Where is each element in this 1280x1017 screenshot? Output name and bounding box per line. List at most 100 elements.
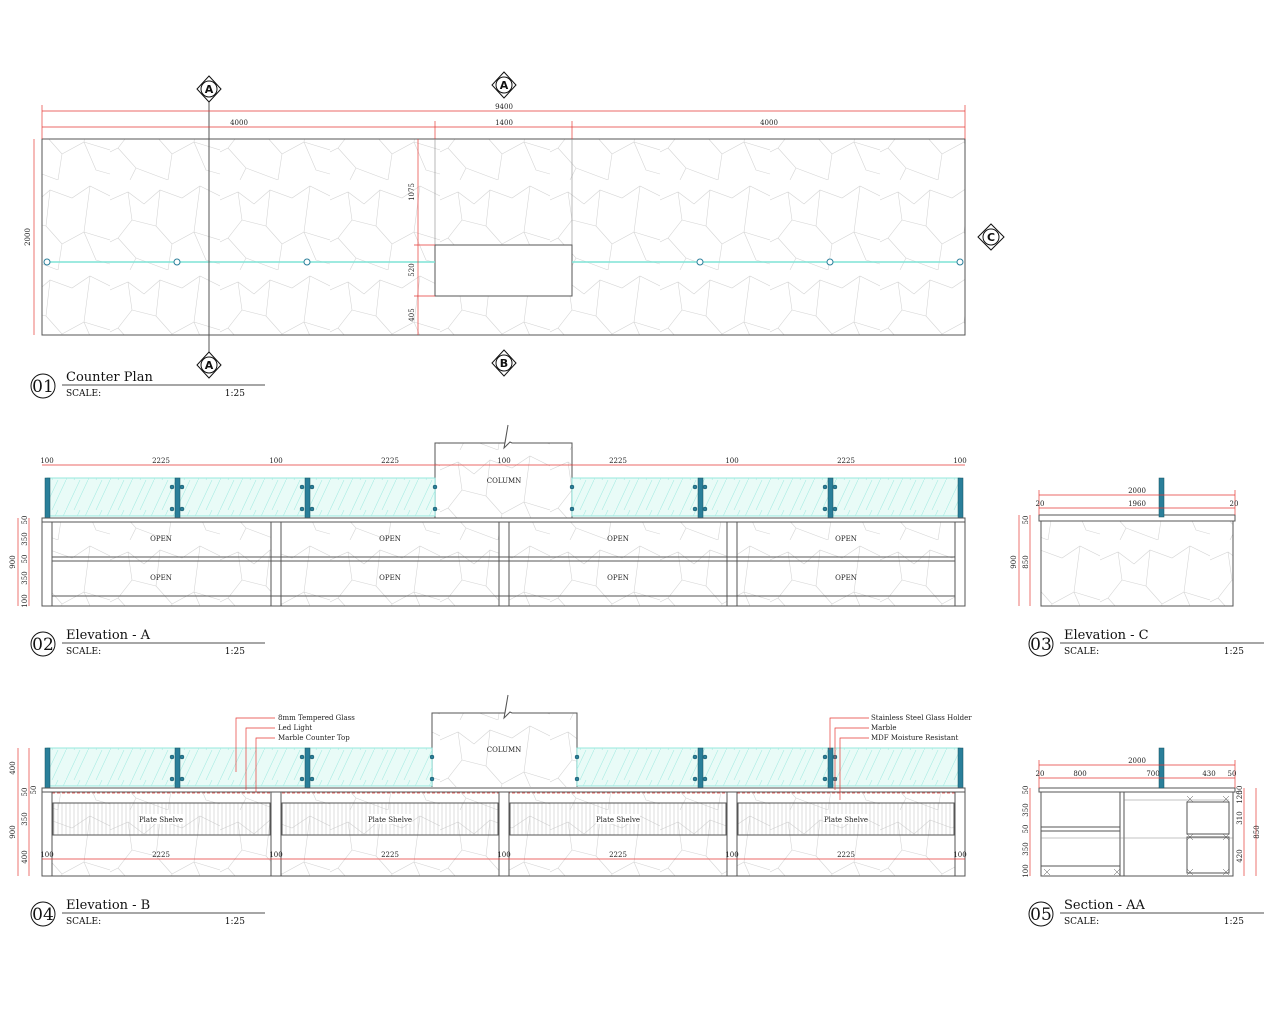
- section-right-dims: 50 120 310 420 850: [1236, 786, 1261, 863]
- plan-dim-d2: 520: [408, 263, 416, 276]
- elev-b-counter-top: [41, 787, 966, 793]
- counter-plan: 9400 4000 1400 4000 2000 1075 520 405 A …: [24, 71, 1005, 399]
- svg-text:B: B: [500, 357, 508, 370]
- svg-text:120: 120: [1236, 790, 1244, 803]
- elev-a-open-labels: OPEN OPEN OPEN OPEN OPEN OPEN OPEN OPEN: [150, 535, 857, 582]
- plate-shelve-label: Plate Shelve: [368, 816, 412, 824]
- svg-text:05: 05: [1030, 905, 1052, 925]
- svg-text:100: 100: [497, 457, 510, 465]
- svg-text:50: 50: [1228, 770, 1237, 778]
- plan-counter-outline: [41, 138, 966, 336]
- svg-text:04: 04: [32, 905, 54, 925]
- svg-text:1:25: 1:25: [225, 917, 245, 927]
- open-label: OPEN: [835, 574, 857, 582]
- open-label: OPEN: [150, 574, 172, 582]
- svg-text:50: 50: [1022, 516, 1030, 525]
- elev-c-top: [1038, 514, 1236, 522]
- plan-dim-right: 4000: [760, 119, 778, 127]
- section-aa: 2000 20 800 700 430 50 50 350 50 350 100…: [1022, 747, 1264, 927]
- svg-text:50: 50: [1022, 825, 1030, 834]
- plan-scale-label: SCALE:: [66, 389, 101, 399]
- svg-text:100: 100: [1022, 864, 1030, 877]
- elevation-a: COLUMN: [9, 424, 967, 657]
- svg-text:350: 350: [1022, 842, 1030, 855]
- callout-glass-holder: Stainless Steel Glass Holder: [871, 714, 972, 722]
- plan-title-block: 01 Counter Plan SCALE: 1:25: [30, 370, 265, 399]
- svg-text:100: 100: [953, 457, 966, 465]
- plan-dim-depth: 2000: [24, 228, 32, 246]
- elev-c-dim-left: 20: [1036, 500, 1045, 508]
- plan-dim-left: 4000: [230, 119, 248, 127]
- open-label: OPEN: [379, 574, 401, 582]
- svg-text:100: 100: [40, 851, 53, 859]
- svg-text:100: 100: [725, 457, 738, 465]
- section-dim-total: 2000: [1128, 757, 1146, 765]
- elev-c-title: Elevation - C: [1064, 628, 1149, 643]
- svg-text:100: 100: [953, 851, 966, 859]
- svg-text:2225: 2225: [609, 851, 627, 859]
- elev-a-top-dims: 100 2225 100 2225 100 2225 100 2225 100: [40, 457, 966, 465]
- elev-b-title-block: 04 Elevation - B SCALE: 1:25: [30, 898, 265, 927]
- svg-text:1:25: 1:25: [1224, 647, 1244, 657]
- elev-a-title-block: 02 Elevation - A SCALE: 1:25: [30, 628, 265, 657]
- open-label: OPEN: [607, 574, 629, 582]
- svg-text:900: 900: [9, 825, 17, 838]
- elev-b-column-label: COLUMN: [487, 746, 522, 754]
- elev-a-side-dims: 50 350 50 350 100 900: [9, 516, 29, 608]
- elev-b-side-dims: 400 50 50 350 400 900: [9, 761, 38, 863]
- svg-text:03: 03: [1030, 635, 1052, 655]
- svg-text:400: 400: [21, 850, 29, 863]
- svg-text:2225: 2225: [837, 851, 855, 859]
- svg-text:50: 50: [30, 786, 38, 795]
- svg-text:2225: 2225: [152, 851, 170, 859]
- callout-mdf: MDF Moisture Resistant: [871, 734, 958, 742]
- callout-marble-top: Marble Counter Top: [278, 734, 350, 742]
- elevation-c: 2000 20 1960 20 50 850 900 03 Elevation …: [1010, 477, 1264, 657]
- svg-text:SCALE:: SCALE:: [66, 917, 101, 927]
- elev-b-column: [431, 694, 578, 787]
- svg-text:A: A: [205, 359, 214, 372]
- svg-text:1:25: 1:25: [225, 647, 245, 657]
- open-label: OPEN: [607, 535, 629, 543]
- elev-a-height: 900: [9, 555, 17, 568]
- section-title-block: 05 Section - AA SCALE: 1:25: [1028, 898, 1264, 927]
- svg-text:2225: 2225: [837, 457, 855, 465]
- svg-text:2225: 2225: [381, 851, 399, 859]
- svg-text:2225: 2225: [381, 457, 399, 465]
- svg-text:100: 100: [21, 594, 29, 607]
- svg-text:2225: 2225: [152, 457, 170, 465]
- svg-text:50: 50: [21, 555, 29, 564]
- svg-text:A: A: [205, 83, 214, 96]
- svg-text:50: 50: [21, 516, 29, 525]
- svg-text:100: 100: [40, 457, 53, 465]
- open-label: OPEN: [379, 535, 401, 543]
- svg-text:SCALE:: SCALE:: [66, 647, 101, 657]
- elev-c-title-block: 03 Elevation - C SCALE: 1:25: [1028, 628, 1264, 657]
- plan-dim-middle: 1400: [495, 119, 513, 127]
- elev-a-column: [434, 424, 573, 518]
- elev-a-title: Elevation - A: [66, 628, 151, 643]
- elev-a-glass-posts: [44, 477, 964, 519]
- elev-c-dim-total: 2000: [1128, 487, 1146, 495]
- section-post: [1158, 747, 1165, 789]
- callout-marble: Marble: [871, 724, 897, 732]
- svg-text:C: C: [987, 231, 995, 244]
- callout-tempered-glass: 8mm Tempered Glass: [278, 714, 355, 722]
- elev-a-counter-top: [41, 517, 966, 523]
- open-label: OPEN: [150, 535, 172, 543]
- elev-a-column-label: COLUMN: [487, 477, 522, 485]
- elev-c-dim-mid: 1960: [1128, 500, 1146, 508]
- section-internals: [1040, 792, 1233, 877]
- svg-text:850: 850: [1022, 555, 1030, 568]
- marker-b-bottom: B: [491, 349, 517, 377]
- plan-scale: 1:25: [225, 389, 245, 399]
- plan-number: 01: [32, 377, 54, 397]
- svg-text:100: 100: [269, 457, 282, 465]
- svg-text:A: A: [500, 79, 509, 92]
- plan-dim-d1: 1075: [408, 183, 416, 201]
- svg-text:100: 100: [269, 851, 282, 859]
- svg-text:350: 350: [21, 532, 29, 545]
- svg-text:350: 350: [21, 571, 29, 584]
- plate-shelve-label: Plate Shelve: [139, 816, 183, 824]
